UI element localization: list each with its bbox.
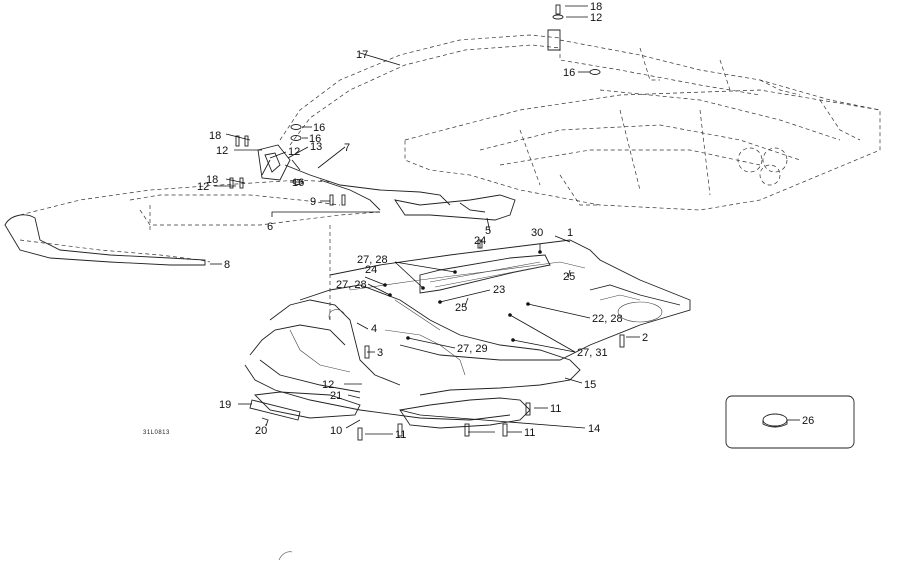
inset-plug-detail xyxy=(725,395,855,449)
callout-14: 14 xyxy=(588,423,600,435)
callout-12: 12 xyxy=(216,145,228,157)
drawing-code: 31L0813 xyxy=(143,430,170,436)
leader-dots xyxy=(383,250,542,342)
callout-labels: 18 12 17 16 16 16 18 12 12 13 7 18 12 16… xyxy=(197,1,814,441)
callout-6: 6 xyxy=(267,221,273,233)
callout-9: 9 xyxy=(310,196,316,208)
callout-24: 24 xyxy=(365,264,377,276)
callout-16: 16 xyxy=(313,122,325,134)
callout-16: 16 xyxy=(563,67,575,79)
callout-10: 10 xyxy=(330,425,342,437)
callout-13: 13 xyxy=(310,141,322,153)
callout-12: 12 xyxy=(590,12,602,24)
callout-1: 1 xyxy=(567,227,573,239)
callout-27-29: 27, 29 xyxy=(457,343,488,355)
callout-30: 30 xyxy=(531,227,543,239)
chassis-frame xyxy=(404,39,881,211)
callout-24: 24 xyxy=(474,235,486,247)
callout-17: 17 xyxy=(356,49,368,61)
stray-mark xyxy=(278,551,293,561)
callout-20: 20 xyxy=(255,425,267,437)
callout-11: 11 xyxy=(395,429,406,441)
callout-27-31: 27, 31 xyxy=(577,347,608,359)
callout-12: 12 xyxy=(288,146,300,158)
callout-3: 3 xyxy=(377,347,383,359)
callout-26: 26 xyxy=(802,415,814,427)
callout-21: 21 xyxy=(330,390,342,402)
upper-bar xyxy=(279,29,561,146)
callout-22-28: 22, 28 xyxy=(592,313,623,325)
callout-12: 12 xyxy=(322,379,334,391)
hardware-fasteners xyxy=(229,4,625,441)
callout-16: 16 xyxy=(309,133,321,145)
callout-15: 15 xyxy=(584,379,596,391)
callout-5: 5 xyxy=(485,225,491,237)
callout-11: 11 xyxy=(550,403,561,415)
callout-4: 4 xyxy=(371,323,377,335)
callout-18: 18 xyxy=(590,1,602,13)
callout-18: 18 xyxy=(206,174,218,186)
callout-27-28: 27, 28 xyxy=(336,279,367,291)
callout-7: 7 xyxy=(344,142,350,154)
callout-19: 19 xyxy=(219,399,231,411)
front-bumper xyxy=(4,179,381,266)
leader-lines xyxy=(210,5,800,435)
callout-12: 12 xyxy=(197,181,209,193)
callout-18: 18 xyxy=(209,130,221,142)
callout-8: 8 xyxy=(224,259,230,271)
callout-23: 23 xyxy=(493,284,505,296)
callout-25: 25 xyxy=(563,271,575,283)
steering-bracket xyxy=(257,144,516,221)
callout-27-28: 27, 28 xyxy=(357,254,388,266)
callout-25: 25 xyxy=(455,302,467,314)
callout-16: 16 xyxy=(292,177,304,189)
callout-11: 11 xyxy=(524,427,535,439)
callout-2: 2 xyxy=(642,332,648,344)
hood-assembly xyxy=(244,225,691,429)
